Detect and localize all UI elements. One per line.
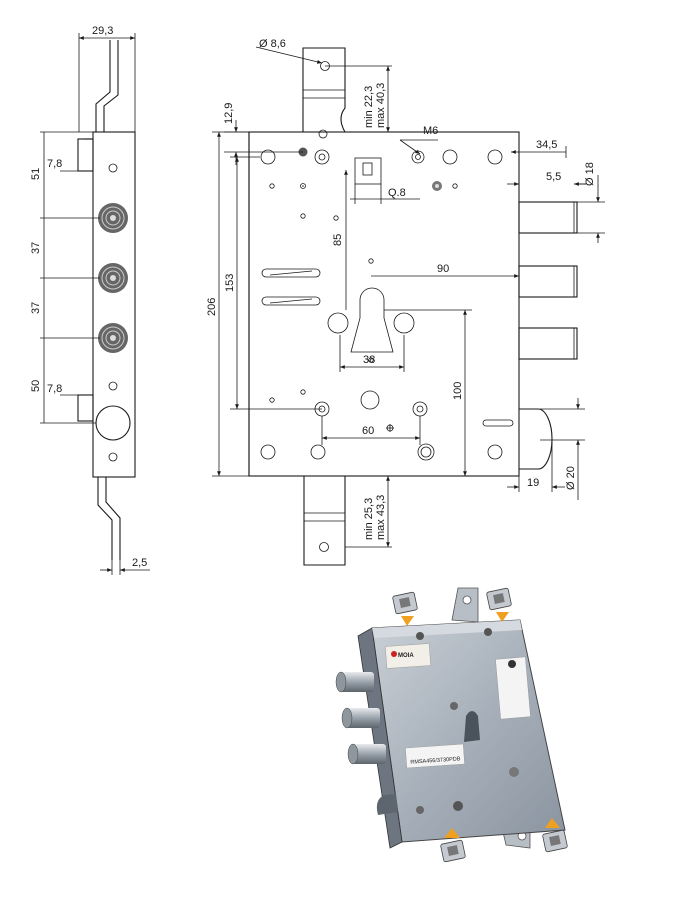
dim-side-top-tab: 7,8 [47,158,62,170]
dim-square: Q.8 [388,187,406,199]
front-view: Ø 8,6 min 22,3 max 40,3 12,9 M6 34,5 Ø 1… [206,38,605,566]
strike-plate-top-right [486,587,512,622]
dim-top-rod-min: min 22,3 [363,86,375,128]
photo-bolt-3 [347,743,386,765]
dim-bottom-rod-max: max 43,3 [375,495,387,540]
photo-bolt-2 [341,707,380,729]
strike-plate-bottom-left [440,828,466,863]
side-top-tab [77,138,94,172]
photo-latch [376,794,398,815]
dim-hole-diameter: Ø 8,6 [259,38,286,50]
dim-side-spacing-3: 37 [30,302,42,314]
deadbolt-2 [518,265,578,298]
dim-backset: 34,5 [536,139,557,151]
coil-1 [98,203,128,233]
dim-latch-diameter: Ø 20 [565,466,577,490]
dim-side-spacing-2: 37 [30,242,42,254]
dim-60: 60 [362,425,374,437]
arrow-icon [496,612,509,622]
side-top-rod [95,40,119,132]
dim-85: 85 [332,234,344,246]
side-bottom-tab [77,394,94,422]
dim-bolt-diameter: Ø 18 [584,162,596,186]
side-latch-hole [95,405,131,441]
front-top-rod [302,47,346,133]
square-spindle [354,157,382,185]
dim-bolt-gap: 5,5 [546,171,561,183]
photo-brand: MOIA [398,653,414,659]
deadbolt-3 [518,327,578,360]
arrow-icon [444,828,460,838]
dim-153: 153 [224,274,236,292]
dim-bottom-rod-min: min 25,3 [363,498,375,540]
dim-side-spacing-1: 51 [30,168,42,180]
dim-offset-top: 12,9 [223,103,235,124]
latch-bolt [519,408,553,470]
deadbolt-1 [518,201,578,234]
side-faceplate [92,131,136,478]
dim-thread: M6 [423,125,438,137]
coil-2 [98,263,128,293]
lock-product-photo: MOIA RMSA456/3730PDB [335,587,568,863]
arrow-icon [401,616,414,626]
photo-bolt-1 [335,671,374,693]
photo-product-code: RMSA456/3730PDB [410,756,461,766]
strike-plate-bottom-right [542,818,568,853]
coil-3 [98,323,128,353]
dim-38: 38 [363,354,375,366]
side-view: 29,3 7,8 7,8 51 37 37 50 2,5 [30,25,150,575]
dim-100: 100 [452,382,464,400]
front-bottom-rod [303,476,346,566]
dim-90: 90 [437,263,449,275]
cylinder-cutout [350,287,394,353]
dim-latch-offset: 19 [527,477,539,489]
dim-side-spacing-4: 50 [30,380,42,392]
dim-side-thickness: 2,5 [132,557,147,569]
dim-side-bottom-tab: 7,8 [47,383,62,395]
dim-206: 206 [206,298,218,316]
arrow-icon [545,818,560,828]
strike-plate-top-left [392,591,418,626]
dim-top-rod-max: max 40,3 [375,83,387,128]
dim-side-width: 29,3 [92,25,113,37]
side-bottom-rod [97,477,121,560]
